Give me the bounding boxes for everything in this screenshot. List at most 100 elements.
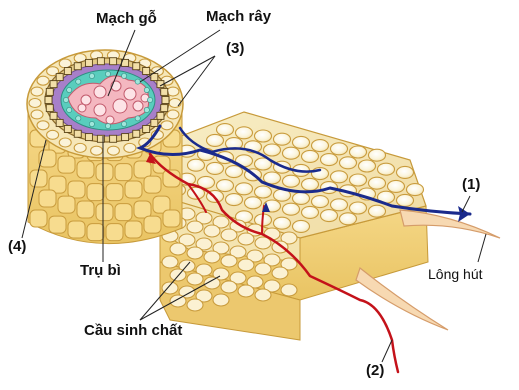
cortex-cell: [407, 184, 424, 196]
cortex-side-cell: [187, 299, 203, 311]
cylinder-cortex-cell: [31, 110, 43, 119]
phloem-cell: [144, 87, 149, 92]
cylinder-cortex-cell: [29, 99, 41, 108]
cortex-cell: [369, 149, 386, 161]
cylinder-cortex-cell: [31, 87, 43, 96]
label-1: (1): [462, 176, 480, 193]
cortex-side-cell: [221, 229, 237, 241]
endodermis-cell: [50, 81, 57, 88]
leader-1: [462, 196, 470, 212]
cortex-cell: [369, 177, 386, 189]
label-4: (4): [8, 238, 26, 255]
label-endodermis: Trụ bì: [80, 262, 121, 279]
cylinder-wall-cell: [68, 221, 85, 238]
cortex-side-cell: [238, 233, 254, 245]
xylem-vessel: [81, 95, 91, 105]
cortex-cell: [274, 217, 291, 229]
cortex-cell: [207, 134, 224, 146]
cortex-side-cell: [255, 289, 271, 301]
endodermis-cell: [161, 88, 168, 95]
cortex-cell: [321, 154, 338, 166]
cortex-side-cell: [281, 284, 297, 296]
cortex-cell: [350, 202, 367, 214]
cortex-cell: [283, 203, 300, 215]
phloem-cell: [105, 71, 110, 76]
endodermis-cell: [97, 58, 104, 65]
phloem-cell: [121, 73, 126, 78]
cylinder-wall-cell: [115, 204, 132, 221]
cylinder-wall-cell: [77, 161, 94, 178]
cylinder-cortex-cell: [161, 121, 173, 130]
xylem-vessel: [78, 104, 86, 112]
endodermis-cell: [45, 97, 52, 104]
cylinder-wall-cell: [96, 164, 113, 181]
cylinder-wall-cell: [68, 181, 85, 198]
cylinder-cortex-cell: [91, 146, 103, 155]
cylinder-wall-cell: [144, 216, 161, 233]
cylinder-wall-cell: [134, 201, 151, 218]
cylinder-wall-cell: [58, 156, 75, 173]
cylinder-wall-cell: [163, 210, 180, 227]
cortex-side-cell: [170, 295, 186, 307]
cortex-cell: [226, 166, 243, 178]
cortex-cell: [293, 136, 310, 148]
cortex-cell: [350, 174, 367, 186]
phloem-cell: [67, 107, 72, 112]
cylinder-wall-cell: [106, 184, 123, 201]
cortex-cell: [340, 157, 357, 169]
cortex-cell: [397, 194, 414, 206]
cortex-cell: [340, 213, 357, 225]
cylinder-wall-cell: [106, 224, 123, 241]
endodermis-cell: [74, 130, 81, 137]
xylem-vessel: [94, 86, 106, 98]
cortex-side-cell: [170, 269, 186, 281]
label-phloem: Mạch rây: [206, 8, 271, 25]
endodermis-cell: [161, 105, 168, 112]
cortex-cell: [312, 196, 329, 208]
endodermis-cell: [162, 97, 169, 104]
endodermis-cell: [46, 105, 53, 112]
cortex-cell: [188, 159, 205, 171]
phloem-cell: [135, 79, 140, 84]
cortex-cell: [255, 186, 272, 198]
endodermis-cell: [85, 59, 92, 66]
label-root-hair: Lông hút: [428, 266, 483, 282]
cortex-cell: [245, 197, 262, 209]
cortex-cell: [264, 144, 281, 156]
cortex-cell: [283, 175, 300, 187]
cortex-cell: [236, 127, 253, 139]
leader-3a: [160, 56, 215, 86]
cylinder-cortex-cell: [74, 143, 86, 152]
cortex-side-cell: [221, 281, 237, 293]
root-cylinder: [27, 50, 183, 244]
cylinder-wall-cell: [125, 221, 142, 238]
phloem-cell: [89, 73, 94, 78]
cortex-cell: [293, 220, 310, 232]
endodermis-cell: [56, 74, 63, 81]
xylem-vessel: [106, 116, 114, 124]
cylinder-cortex-cell: [169, 99, 181, 108]
cylinder-cortex-cell: [37, 121, 49, 130]
phloem-cell: [147, 97, 152, 102]
cylinder-cortex-cell: [167, 110, 179, 119]
endodermis-cell: [74, 63, 81, 70]
cortex-cell: [369, 205, 386, 217]
cylinder-wall-cell: [144, 176, 161, 193]
cortex-side-cell: [238, 259, 254, 271]
leader-root-hair: [478, 234, 486, 262]
cortex-cell: [283, 147, 300, 159]
cylinder-cortex-cell: [124, 143, 136, 152]
cortex-cell: [207, 162, 224, 174]
cortex-cell: [397, 166, 414, 178]
endodermis-cell: [56, 119, 63, 126]
endodermis-cell: [143, 125, 150, 132]
endodermis-cell: [50, 112, 57, 119]
cortex-cell: [388, 180, 405, 192]
phloem-cell: [144, 107, 149, 112]
cortex-side-cell: [204, 225, 220, 237]
cylinder-wall-cell: [125, 181, 142, 198]
cortex-cell: [302, 150, 319, 162]
label-plasmodesmata: Cầu sinh chất: [84, 322, 182, 339]
cortex-cell: [217, 124, 234, 136]
